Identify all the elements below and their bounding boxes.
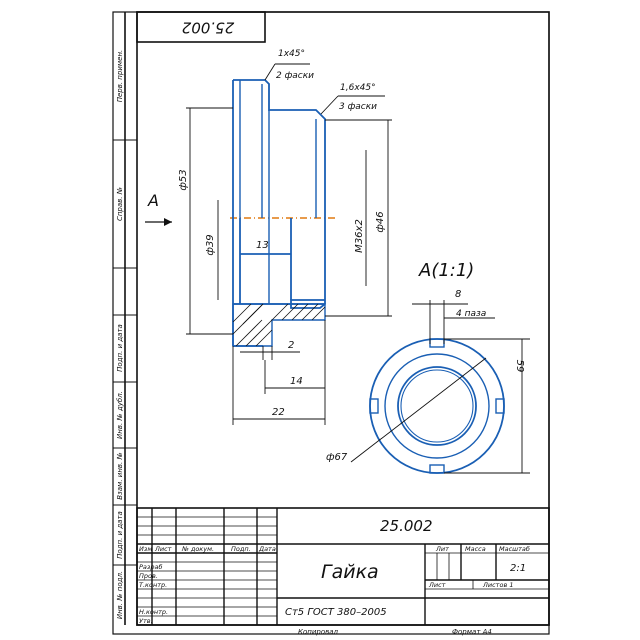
outer-frame bbox=[112, 11, 550, 635]
chamfer2-note: 3 фаски bbox=[339, 102, 377, 112]
hdr-list: Лист bbox=[154, 545, 172, 553]
slot-right bbox=[495, 398, 505, 414]
side-label-perv: Перв. примен. bbox=[116, 50, 124, 103]
side-label-inv-dubl: Инв. № дубл. bbox=[116, 391, 124, 439]
chamfer1-label: 1х45° bbox=[278, 49, 305, 59]
dim-thread: М36х2 bbox=[354, 219, 365, 253]
dim-w2: 2 bbox=[288, 340, 294, 351]
hdr-mass: Масса bbox=[465, 545, 486, 553]
role-razrab: Разраб bbox=[139, 563, 162, 571]
top-code-text: 25.002 bbox=[182, 19, 235, 37]
side-label-podp1: Подп. и дата bbox=[116, 324, 124, 372]
slot-left bbox=[369, 398, 379, 414]
dim-d53: ф53 bbox=[178, 169, 189, 190]
part-outline bbox=[233, 79, 326, 309]
view-arrow-head bbox=[164, 218, 172, 226]
dim-d46: ф46 bbox=[375, 211, 386, 232]
dim-d39: ф39 bbox=[205, 234, 216, 255]
dim-h59: 59 bbox=[514, 360, 525, 373]
slot-bottom bbox=[429, 464, 445, 474]
mid-circle bbox=[384, 353, 490, 459]
role-nkontr: Н.контр. bbox=[139, 608, 168, 616]
main-view: A 1х45° 2 фаски 1,6х45° 3 фаски ф53 ф39 … bbox=[145, 49, 392, 425]
hdr-sign: Подп. bbox=[231, 545, 251, 553]
part-material: Ст5 ГОСТ 380–2005 bbox=[285, 607, 387, 618]
format-label: Формат А4 bbox=[452, 628, 492, 636]
dim-w22: 22 bbox=[272, 407, 285, 418]
title-code: 25.002 bbox=[380, 517, 433, 535]
role-prov: Пров. bbox=[139, 572, 158, 580]
side-label-podp2: Подп. и дата bbox=[116, 511, 124, 559]
sheet-label: Лист bbox=[428, 581, 446, 589]
dim-slot-note: 4 паза bbox=[456, 309, 486, 319]
dim-w13: 13 bbox=[256, 240, 269, 251]
top-code-box bbox=[136, 11, 266, 43]
role-tkontr: Т.контр. bbox=[139, 581, 167, 589]
scale-value: 2:1 bbox=[510, 563, 526, 574]
chamfer1-note: 2 фаски bbox=[276, 71, 314, 81]
hdr-izm: Изм bbox=[139, 545, 152, 553]
title-block: Изм Лист № докум. Подп. Дата Разраб Пров… bbox=[136, 507, 550, 626]
copied-label: Копировал bbox=[298, 628, 339, 636]
bore-circle-2 bbox=[400, 369, 474, 443]
part-name: Гайка bbox=[321, 561, 379, 583]
dim-slot8: 8 bbox=[455, 289, 461, 300]
side-label-inv-podl: Инв. № подл. bbox=[116, 571, 124, 619]
dim-d67: ф67 bbox=[326, 452, 348, 463]
hatched-section bbox=[232, 303, 326, 347]
hdr-scale: Масштаб bbox=[499, 545, 530, 553]
dim-w14: 14 bbox=[290, 376, 303, 387]
end-view: A(1:1) 8 4 паза 59 ф67 bbox=[326, 260, 530, 474]
bore-circle-1 bbox=[397, 366, 477, 446]
slot-top bbox=[429, 338, 445, 348]
hdr-date: Дата bbox=[258, 545, 276, 553]
sheets-label: Листов 1 bbox=[482, 581, 513, 589]
section-view-label: A(1:1) bbox=[418, 260, 474, 281]
side-label-vzam: Взам. инв. № bbox=[116, 452, 124, 500]
view-arrow-label: A bbox=[147, 191, 159, 210]
chamfer2-label: 1,6х45° bbox=[340, 83, 376, 93]
role-utv: Утв. bbox=[139, 617, 153, 625]
left-side-strip: Перв. примен. Справ. № Подп. и дата Инв.… bbox=[113, 12, 137, 625]
hdr-doc: № докум. bbox=[181, 545, 214, 553]
hdr-lit: Лит bbox=[435, 545, 449, 553]
side-label-sprav: Справ. № bbox=[116, 187, 124, 221]
